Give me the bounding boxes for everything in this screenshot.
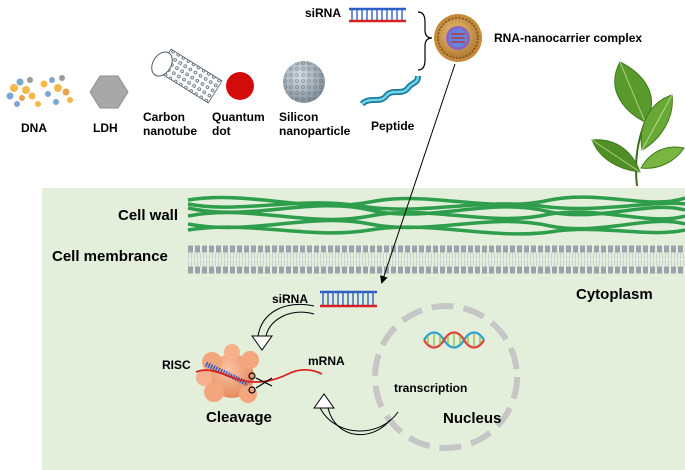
combine-bracket: [417, 11, 433, 71]
plant-leaf-icon: [591, 61, 685, 187]
carbon-nanotube-icon: [151, 48, 223, 104]
carrier-label-ldh: LDH: [93, 121, 118, 135]
complex-label: RNA-nanocarrier complex: [494, 31, 643, 45]
carrier-label-dna: DNA: [21, 121, 47, 135]
cell-wall-fibers: [187, 195, 685, 236]
transcription-label: transcription: [394, 381, 468, 395]
ldh-hexagon-icon: [89, 75, 129, 109]
delivery-arrow: [380, 63, 456, 284]
carrier-label-peptide: Peptide: [371, 119, 415, 133]
cell-membrane: [188, 245, 685, 274]
nucleus-envelope: [372, 303, 520, 451]
carrier-label-silicon-nanoparticle: Silicon nanoparticle: [279, 110, 351, 138]
dna-helix-icon: [423, 331, 485, 349]
nanocarrier-complex-icon: [434, 14, 482, 62]
silicon-nanoparticle-icon: [283, 61, 325, 103]
peptide-helix-icon: [359, 75, 421, 107]
cell-membrane-label: Cell membrance: [52, 248, 168, 265]
transcription-arrow: [313, 393, 399, 435]
top-sirna-icon: [349, 7, 406, 23]
cell-sirna-icon: [320, 290, 377, 308]
nucleus-label: Nucleus: [443, 410, 502, 427]
sirna-to-risc-arrow: [251, 304, 315, 351]
quantum-dot-icon: [226, 72, 254, 100]
top-sirna-label: siRNA: [305, 6, 342, 20]
risc-label: RISC: [162, 358, 191, 372]
cell-sirna-label: siRNA: [272, 292, 309, 306]
cell-background: [42, 188, 685, 470]
cytoplasm-label: Cytoplasm: [576, 286, 653, 303]
carrier-label-quantum-dot: Quantum dot: [212, 110, 265, 138]
dna-cluster-icon: [6, 75, 73, 107]
mrna-label: mRNA: [308, 354, 345, 368]
cell-wall-label: Cell wall: [118, 207, 179, 224]
carrier-label-carbon-nanotube: Carbon nanotube: [143, 110, 197, 138]
cleavage-label: Cleavage: [206, 409, 272, 426]
scissors-icon: [248, 372, 273, 394]
